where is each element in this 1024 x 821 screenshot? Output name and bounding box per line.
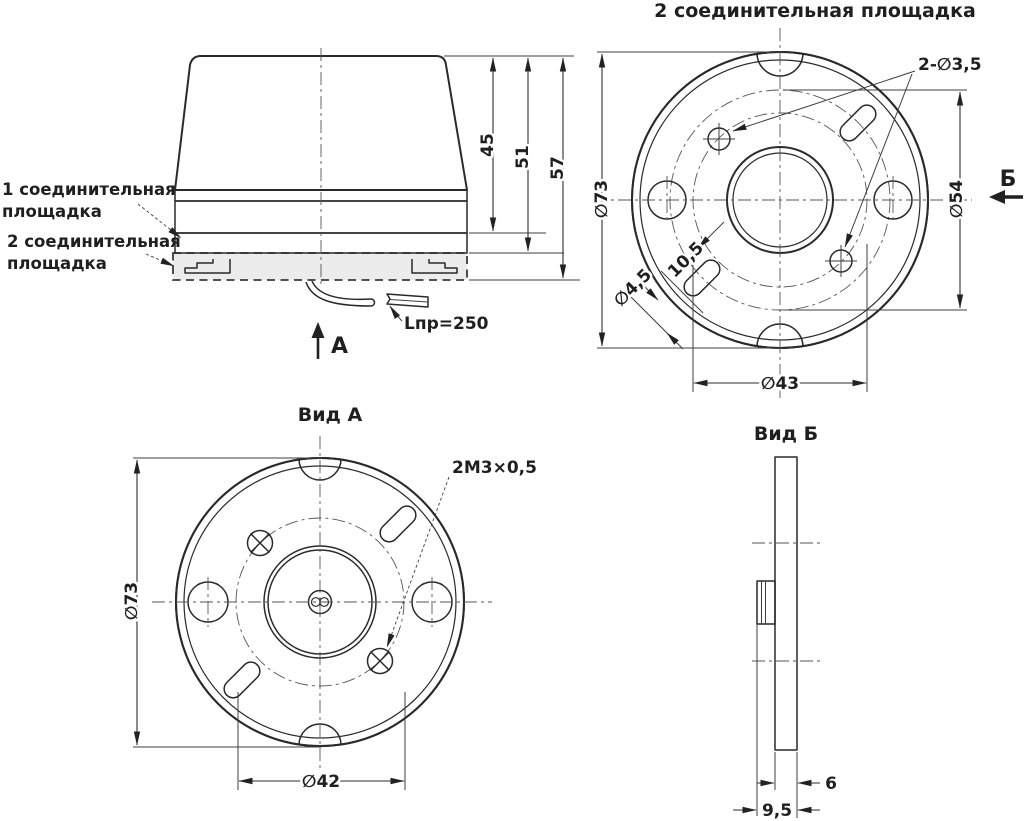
mount-slot-lower xyxy=(683,259,721,297)
screw-lower xyxy=(366,647,394,675)
pad2-label-line1: 2 соединительная xyxy=(7,232,181,251)
slot-width-arrow-1 xyxy=(641,283,659,301)
dim-d73-a: ∅73 xyxy=(122,582,142,620)
slot-length-arrow xyxy=(697,221,725,249)
dim-plate-thickness: 6 xyxy=(825,774,837,794)
holes-label: 2-∅3,5 xyxy=(918,55,982,75)
dim-45: 45 xyxy=(478,133,498,157)
connection-plate-top-view: 2 соединительная площадка 2-∅3, xyxy=(590,0,1023,398)
view-a-title: Вид А xyxy=(298,404,363,426)
pad1-label-line1: 1 соединительная xyxy=(2,180,176,199)
dim-d54: ∅54 xyxy=(947,180,967,218)
cable-outline-bottom xyxy=(305,281,372,307)
pad2-dashed-band xyxy=(172,252,468,281)
pad2-label-line2: площадка xyxy=(7,254,107,273)
plate-edge-profile xyxy=(774,456,798,751)
slot-width-arrow-2 xyxy=(666,332,684,350)
view-a-arrow-head xyxy=(311,322,325,338)
view-a-arrow-label: А xyxy=(331,334,348,359)
top-view-title: 2 соединительная площадка xyxy=(654,0,976,22)
view-b: Вид Б 6 9,5 xyxy=(733,423,839,821)
mount-slot-upper xyxy=(839,104,877,142)
dim-51: 51 xyxy=(513,145,533,169)
dim-d43: ∅43 xyxy=(761,374,799,394)
wire-segment xyxy=(386,293,429,308)
wire-length-label: Lпр=250 xyxy=(404,314,489,334)
screw-cross xyxy=(249,532,271,554)
cable-outline-top xyxy=(311,280,372,301)
pad1-label-line2: площадка xyxy=(2,202,102,221)
mount-slot-lower xyxy=(223,661,261,699)
notch-top xyxy=(756,52,804,77)
wire-length-leader xyxy=(389,305,403,322)
cable-end-cap xyxy=(370,298,376,307)
pad2-leader-line xyxy=(145,253,175,267)
screw-head xyxy=(366,647,394,675)
screw-cross xyxy=(369,650,391,672)
view-a: Вид А 2М3×0,5 xyxy=(120,404,540,795)
wire-segment-midline xyxy=(389,299,429,303)
dim-d73-top: ∅73 xyxy=(592,180,612,218)
screw-head xyxy=(246,529,274,557)
dim-total-thickness: 9,5 xyxy=(762,801,792,821)
view-b-arrow-head xyxy=(989,190,1005,204)
screw-upper xyxy=(246,529,274,557)
view-b-arrow-label: Б xyxy=(1000,167,1017,192)
holes-leader-1 xyxy=(732,70,916,132)
thread-label: 2М3×0,5 xyxy=(452,458,537,478)
detector-body xyxy=(174,55,468,191)
pad1-leader-line xyxy=(137,203,182,239)
mount-slot-upper xyxy=(379,505,417,543)
slot-tick-line xyxy=(660,270,704,314)
dim-d42: ∅42 xyxy=(302,772,340,792)
dim-slot-width: ∅4,5 xyxy=(610,265,656,311)
view-b-title: Вид Б xyxy=(754,423,818,445)
side-view: 1 соединительная площадка 2 соединительн… xyxy=(2,48,580,359)
thread-leader xyxy=(386,476,450,648)
dim-57: 57 xyxy=(548,156,568,180)
mount-bracket-left xyxy=(184,259,231,274)
holes-leader-2 xyxy=(844,73,913,248)
mount-bracket-right xyxy=(411,259,458,274)
